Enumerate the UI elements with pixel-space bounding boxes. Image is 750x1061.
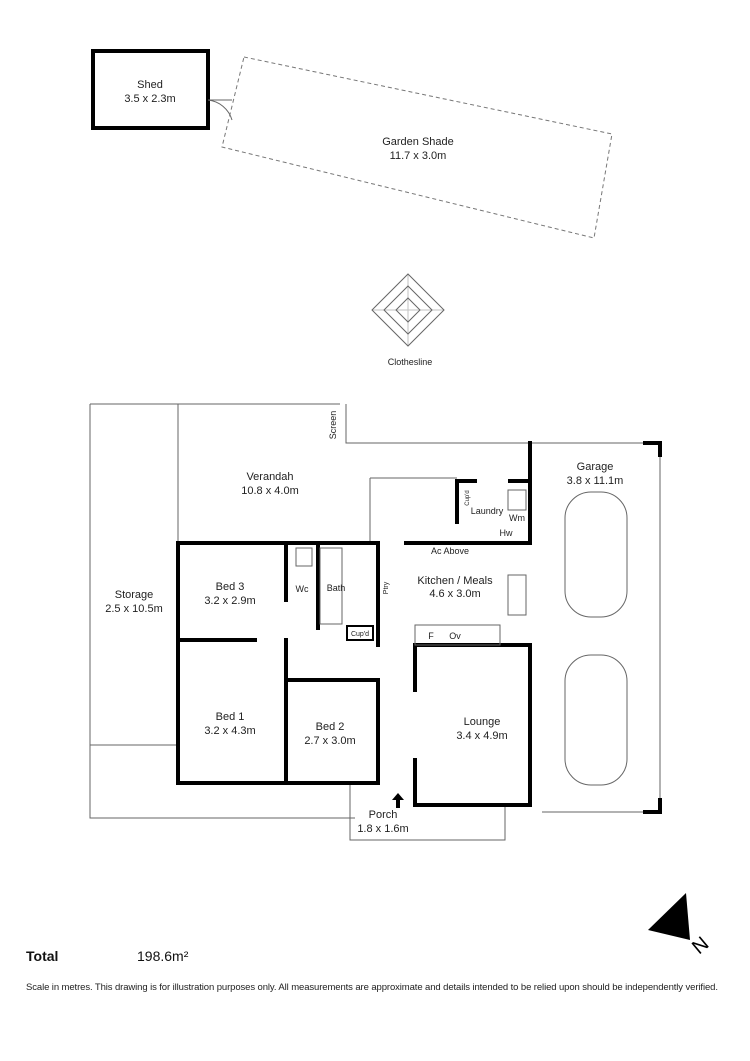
bed1-name: Bed 1 [216,711,245,723]
laundry-cupboard-label: Cup'd [465,490,471,506]
entry-arrow-icon [392,793,404,808]
bed3-size: 3.2 x 2.9m [204,595,255,607]
ac-label: Ac Above [431,546,469,556]
outdoor-areas: Storage 2.5 x 10.5m Verandah 10.8 x 4.0m… [89,403,530,841]
bed3-name: Bed 3 [216,581,245,593]
garage-size: 3.8 x 11.1m [567,475,624,487]
compass-north-label: N [688,933,713,959]
bed1-size: 3.2 x 4.3m [204,725,255,737]
total-area: 198.6m² [137,948,189,964]
garden-shade-size: 11.7 x 3.0m [390,150,447,162]
porch-size: 1.8 x 1.6m [357,823,408,835]
laundry-label: Laundry [471,506,504,516]
north-compass-icon: N [648,893,713,959]
hw-label: Hw [500,528,513,538]
shed-size: 3.5 x 2.3m [124,93,175,105]
storage-name: Storage [115,589,154,601]
wm-label: Wm [509,513,525,523]
total-label: Total [26,948,59,964]
garden-shade-name: Garden Shade [382,136,454,148]
bed2-size: 2.7 x 3.0m [304,735,355,747]
house-walls: Bed 3 3.2 x 2.9m Kitchen / Meals 4.6 x 3… [176,441,532,835]
bed2-name: Bed 2 [316,721,345,733]
storage-size: 2.5 x 10.5m [105,603,162,615]
wc-label: Wc [296,584,309,594]
garden-shade: Garden Shade 11.7 x 3.0m [221,56,613,239]
kitchen-name: Kitchen / Meals [417,575,493,587]
oven-label: Ov [449,631,461,641]
garage-name: Garage [577,461,614,473]
lounge-name: Lounge [464,716,501,728]
garage: Garage 3.8 x 11.1m [530,441,662,814]
clothesline: Clothesline [371,273,445,367]
verandah-name: Verandah [246,471,293,483]
fridge-label: F [428,631,434,641]
screen-label: Screen [328,411,338,440]
shed: Shed 3.5 x 2.3m [91,49,233,130]
shed-name: Shed [137,79,163,91]
kitchen-size: 4.6 x 3.0m [429,588,480,600]
lounge-size: 3.4 x 4.9m [456,730,507,742]
porch-name: Porch [369,809,398,821]
cupboard-label: Cup'd [351,631,369,638]
clothesline-label: Clothesline [388,357,433,367]
disclaimer: Scale in metres. This drawing is for ill… [26,982,718,993]
bath-label: Bath [327,583,346,593]
verandah-size: 10.8 x 4.0m [241,485,298,497]
pantry-label: Ptry [383,581,390,594]
